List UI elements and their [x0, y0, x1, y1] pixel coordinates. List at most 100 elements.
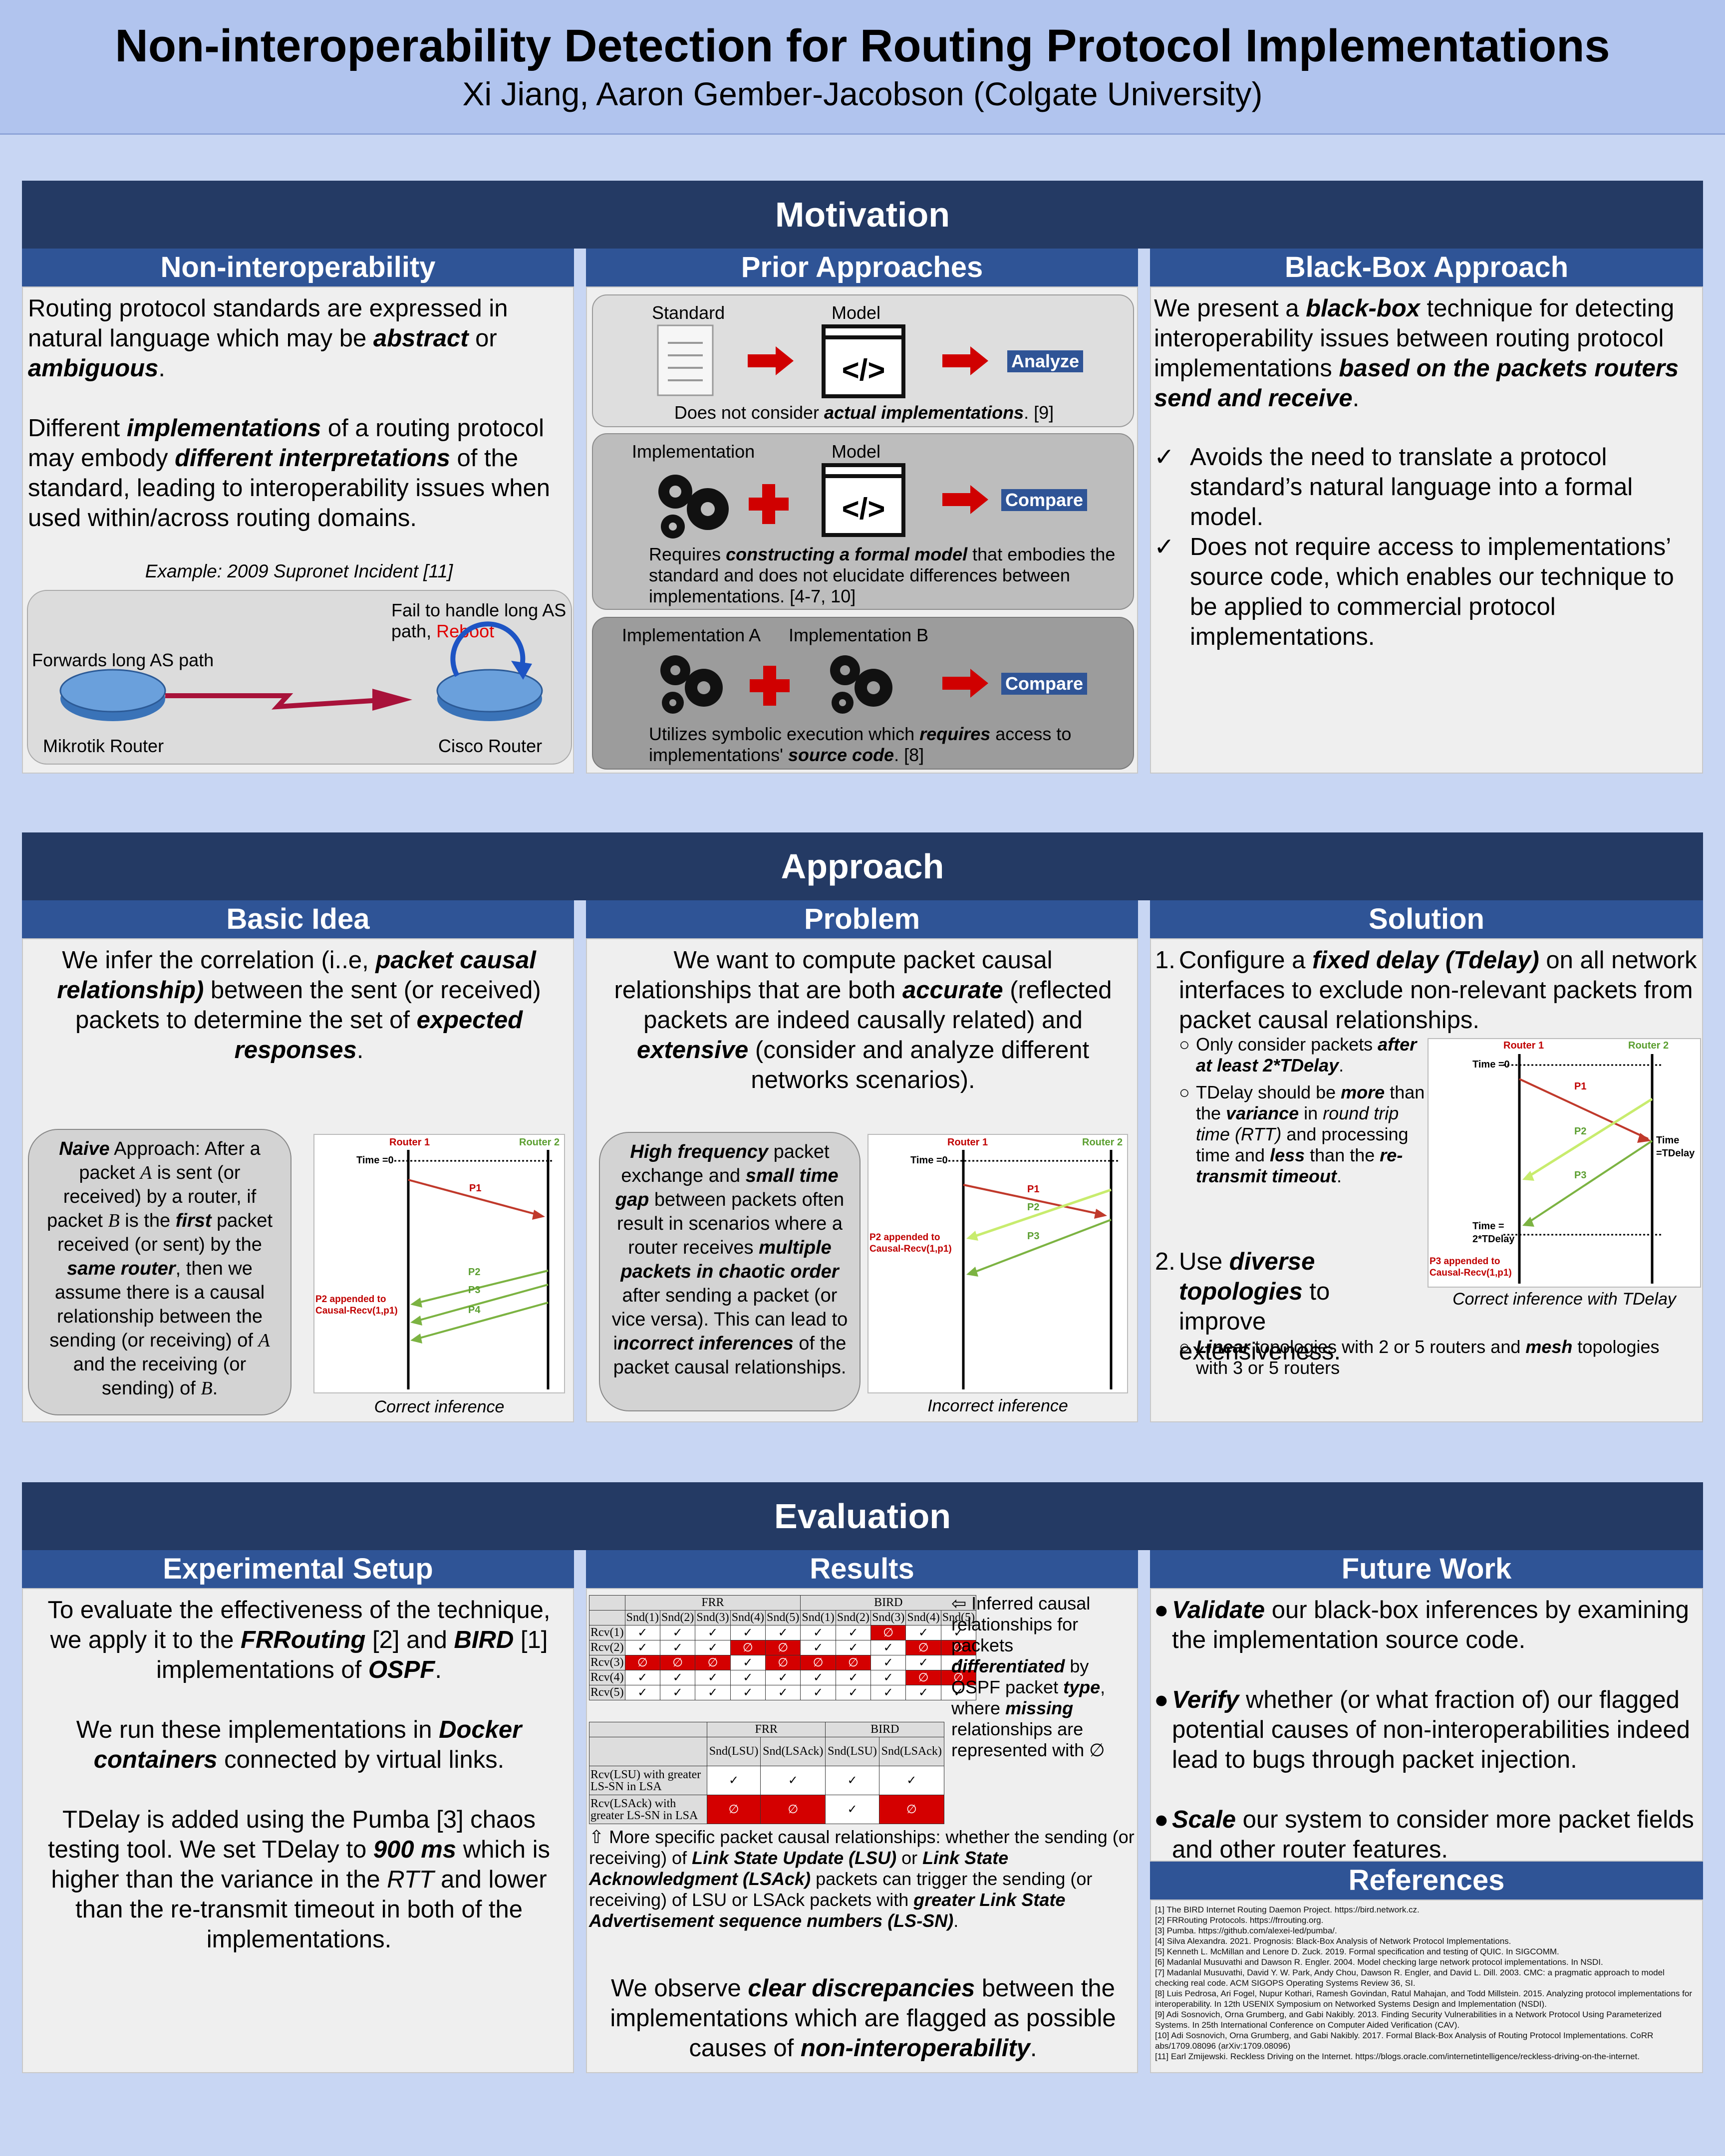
t1-col-header: Snd(2) — [659, 1610, 696, 1625]
t1-cell: ✓ — [730, 1685, 766, 1700]
t1-col-header: Snd(3) — [870, 1610, 906, 1625]
supronet-diagram: Fail to handle long AS path, Reboot Forw… — [27, 590, 572, 765]
references-heading: References — [1150, 1862, 1703, 1899]
t1-cell: ✓ — [835, 1640, 871, 1655]
implementation-b-label: Implementation B — [789, 625, 929, 645]
future-f1: Validate our black-box inferences by exa… — [1172, 1597, 1689, 1653]
solution-b2: TDelay should be more than the variance … — [1196, 1082, 1425, 1186]
solution-bullet-2: ○ — [1179, 1082, 1190, 1102]
approach-band: Approach — [22, 832, 1703, 900]
prior-box-3-text: Utilizes symbolic execution which requir… — [649, 724, 1072, 765]
results-side-note: ⇦ Inferred causal relationships for pack… — [951, 1593, 1106, 1760]
future-dot-3: ● — [1154, 1806, 1169, 1833]
t1-cell: ✓ — [835, 1625, 871, 1640]
setup-heading: Experimental Setup — [22, 1550, 574, 1588]
model-label: Model — [832, 302, 881, 323]
d3-p1: P1 — [1574, 1081, 1587, 1092]
t1-col-header: Snd(3) — [695, 1610, 731, 1625]
future-f2: Verify whether (or what fraction of) our… — [1172, 1686, 1690, 1773]
standard-label: Standard — [652, 302, 725, 323]
solution-bullet-1: ○ — [1179, 1034, 1190, 1055]
d3-time0: Time =0 — [1472, 1059, 1510, 1070]
t2-cell: ✓ — [760, 1766, 826, 1795]
d2-svg — [948, 1150, 1118, 1389]
d1-p3: P3 — [468, 1285, 481, 1296]
results-more-specific: ⇧ More specific packet causal relationsh… — [589, 1827, 1135, 1931]
d3-tdelay: Time=TDelay — [1656, 1135, 1695, 1159]
reference-item: [8] Luis Pedrosa, Ari Fogel, Nupur Kotha… — [1155, 1989, 1692, 2009]
t1-cell: ∅ — [765, 1640, 801, 1655]
compare-label: Compare — [1001, 489, 1088, 511]
d2-router1: Router 1 — [947, 1137, 988, 1148]
t1-cell: ✓ — [765, 1685, 801, 1700]
t1-cell: ✓ — [695, 1670, 731, 1685]
results-panel: FRR BIRD Snd(1)Snd(2)Snd(3)Snd(4)Snd(5)S… — [586, 1588, 1138, 2073]
problem-pill: High frequency packet exchange and small… — [599, 1132, 861, 1411]
t1-col-header: Snd(4) — [905, 1610, 941, 1625]
code-glyph: </> — [842, 353, 885, 387]
tdelay-caption: Correct inference with TDelay — [1452, 1290, 1676, 1309]
t2-cell: ✓ — [706, 1766, 761, 1795]
d2-router2: Router 2 — [1082, 1137, 1123, 1148]
table-row: Rcv(3)∅∅∅✓∅∅∅✓✓✓ — [589, 1655, 977, 1670]
example-caption: Example: 2009 Supronet Incident [11] — [145, 561, 453, 581]
t1-col-header: Snd(1) — [624, 1610, 661, 1625]
t1-cell: ✓ — [624, 1685, 661, 1700]
t1-cell: ✓ — [659, 1670, 696, 1685]
blackbox-c2: Does not require access to implementatio… — [1190, 534, 1674, 650]
solution-s2: Use diverse topologies to improve extens… — [1179, 1248, 1341, 1365]
results-observation: We observe clear discrepancies between t… — [610, 1975, 1116, 2062]
solution-b1: Only consider packets after at least 2*T… — [1196, 1034, 1417, 1076]
t1-cell: ∅ — [765, 1655, 801, 1670]
prior-box-2: Implementation Model </> Compare Require… — [592, 433, 1134, 610]
t1-cell: ✓ — [800, 1670, 836, 1685]
t1-cell: ∅ — [905, 1670, 941, 1685]
table-row: Rcv(2)✓✓✓∅∅✓✓✓∅∅ — [589, 1640, 977, 1655]
results-heading: Results — [586, 1550, 1138, 1588]
noninterop-p2: Different implementations of a routing p… — [28, 415, 550, 532]
references-list: [1] The BIRD Internet Routing Daemon Pro… — [1155, 1904, 1698, 2062]
references-panel: [1] The BIRD Internet Routing Daemon Pro… — [1150, 1899, 1703, 2073]
t1-cell: ✓ — [905, 1685, 941, 1700]
setup-p1: To evaluate the effectiveness of the tec… — [47, 1597, 551, 1683]
t1-cell: ✓ — [940, 1625, 977, 1640]
t1-row-label: Rcv(4) — [589, 1670, 625, 1685]
t1-bird-header: BIRD — [800, 1595, 977, 1611]
t1-cell: ✓ — [695, 1625, 731, 1640]
t1-cell: ✓ — [835, 1685, 871, 1700]
prior-box-1-text: Does not consider actual implementations… — [674, 402, 1054, 423]
t1-frr-header: FRR — [624, 1595, 801, 1611]
results-table-1: FRR BIRD Snd(1)Snd(2)Snd(3)Snd(4)Snd(5)S… — [589, 1595, 977, 1700]
noninterop-heading: Non-interoperability — [22, 249, 574, 286]
d2-p3: P3 — [1027, 1231, 1040, 1242]
t2-col-header: Snd(LSU) — [825, 1737, 879, 1766]
model-label-2: Model — [832, 441, 881, 462]
t1-cell: ∅ — [835, 1655, 871, 1670]
solution-s1: Configure a fixed delay (Tdelay) on all … — [1179, 947, 1697, 1034]
basic-idea-panel: We infer the correlation (i..e, packet c… — [22, 938, 574, 1422]
future-f3: Scale our system to consider more packet… — [1172, 1806, 1694, 1863]
arrow-icon — [748, 354, 778, 367]
d1-p2: P2 — [468, 1267, 481, 1278]
t1-cell: ✓ — [870, 1640, 906, 1655]
d1-p4: P4 — [468, 1305, 481, 1316]
t1-cell: ∅ — [730, 1640, 766, 1655]
t1-cell: ∅ — [940, 1670, 977, 1685]
t1-cell: ∅ — [905, 1640, 941, 1655]
t1-cell: ∅ — [800, 1655, 836, 1670]
blackbox-heading: Black-Box Approach — [1150, 249, 1703, 286]
t1-cell: ∅ — [624, 1655, 661, 1670]
table-row: Rcv(5)✓✓✓✓✓✓✓✓✓✓ — [589, 1685, 977, 1700]
d3-router2: Router 2 — [1628, 1040, 1669, 1051]
t1-row-label: Rcv(3) — [589, 1655, 625, 1670]
link-arrow — [165, 693, 388, 710]
t1-col-header: Snd(5) — [940, 1610, 977, 1625]
t1-cell: ∅ — [695, 1655, 731, 1670]
t2-cell: ∅ — [878, 1795, 945, 1824]
t1-row-label: Rcv(2) — [589, 1640, 625, 1655]
future-heading: Future Work — [1150, 1550, 1703, 1588]
noninterop-p1: Routing protocol standards are expressed… — [28, 295, 508, 382]
d3-router1: Router 1 — [1503, 1040, 1544, 1051]
setup-p3: TDelay is added using the Pumba [3] chao… — [48, 1806, 550, 1953]
implementation-label: Implementation — [632, 441, 755, 462]
